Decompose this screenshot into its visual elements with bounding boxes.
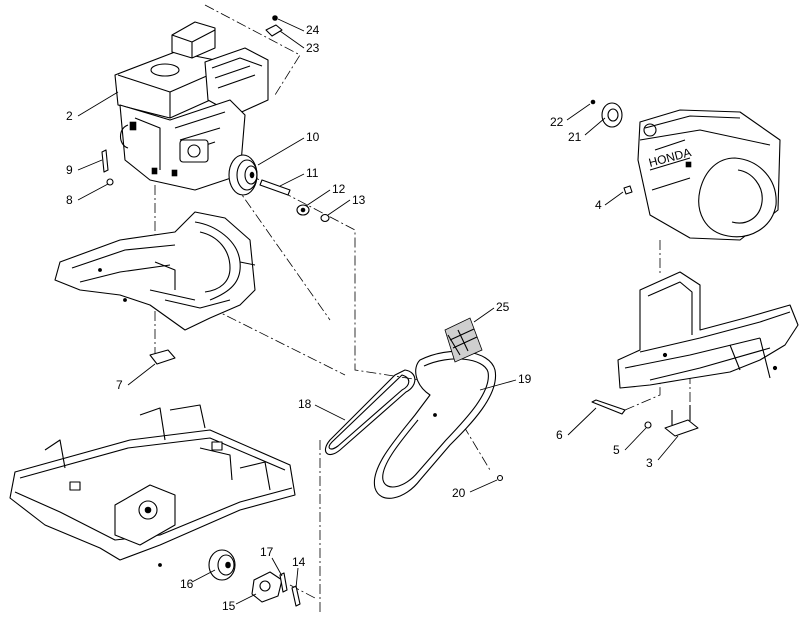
callout-19: 19 — [518, 372, 532, 386]
callout-9: 9 — [66, 163, 73, 177]
callout-20: 20 — [452, 486, 466, 500]
nut-22 — [590, 99, 596, 105]
belt-guard-19 — [373, 350, 497, 499]
callout-16: 16 — [180, 577, 194, 591]
driven-pulley-16 — [208, 549, 236, 581]
decal-25 — [444, 317, 483, 363]
callout-23: 23 — [306, 41, 320, 55]
v-belt-18 — [325, 369, 416, 455]
bolt-24 — [272, 15, 278, 21]
screw-20 — [496, 474, 504, 482]
callout-7: 7 — [116, 378, 123, 392]
callout-labels: 24 23 2 10 9 8 11 12 13 22 21 4 25 7 19 … — [66, 23, 653, 613]
hub-15 — [251, 571, 283, 603]
callout-11: 11 — [306, 166, 319, 180]
bracket-3 — [664, 405, 699, 437]
callout-8: 8 — [66, 193, 73, 207]
drive-pulley-10 — [228, 154, 258, 196]
callout-6: 6 — [556, 428, 563, 442]
callout-2: 2 — [66, 109, 73, 123]
flange-21 — [601, 102, 623, 128]
callout-13: 13 — [352, 193, 366, 207]
callout-21: 21 — [568, 130, 582, 144]
engine-assembly-right: HONDA — [637, 109, 781, 241]
callout-14: 14 — [292, 555, 306, 569]
callout-17: 17 — [260, 545, 274, 559]
bolt-6 — [591, 399, 626, 415]
engine-mount-frame — [54, 211, 256, 331]
engine-mount-frame-right — [617, 271, 799, 389]
key-11 — [259, 179, 291, 196]
washer-12 — [296, 204, 310, 216]
callout-22: 22 — [550, 115, 564, 129]
callout-25: 25 — [496, 300, 510, 314]
bolt-14 — [291, 585, 301, 607]
washer-5 — [644, 421, 652, 429]
leader-lines — [77, 18, 679, 605]
callout-3: 3 — [646, 456, 653, 470]
key-17 — [279, 572, 288, 593]
nut-4 — [623, 185, 633, 195]
spacer-plate-7 — [149, 349, 176, 365]
nut-13 — [320, 213, 330, 223]
callout-15: 15 — [222, 599, 236, 613]
engine-assembly-left — [114, 21, 269, 191]
callout-18: 18 — [298, 397, 312, 411]
base-frame — [9, 404, 296, 567]
callout-4: 4 — [595, 198, 602, 212]
bracket-23 — [265, 24, 283, 37]
bolt-9 — [101, 149, 109, 173]
callout-24: 24 — [306, 23, 320, 37]
washer-8 — [106, 178, 114, 186]
callout-5: 5 — [613, 443, 620, 457]
callout-10: 10 — [306, 130, 320, 144]
callout-12: 12 — [332, 182, 346, 196]
